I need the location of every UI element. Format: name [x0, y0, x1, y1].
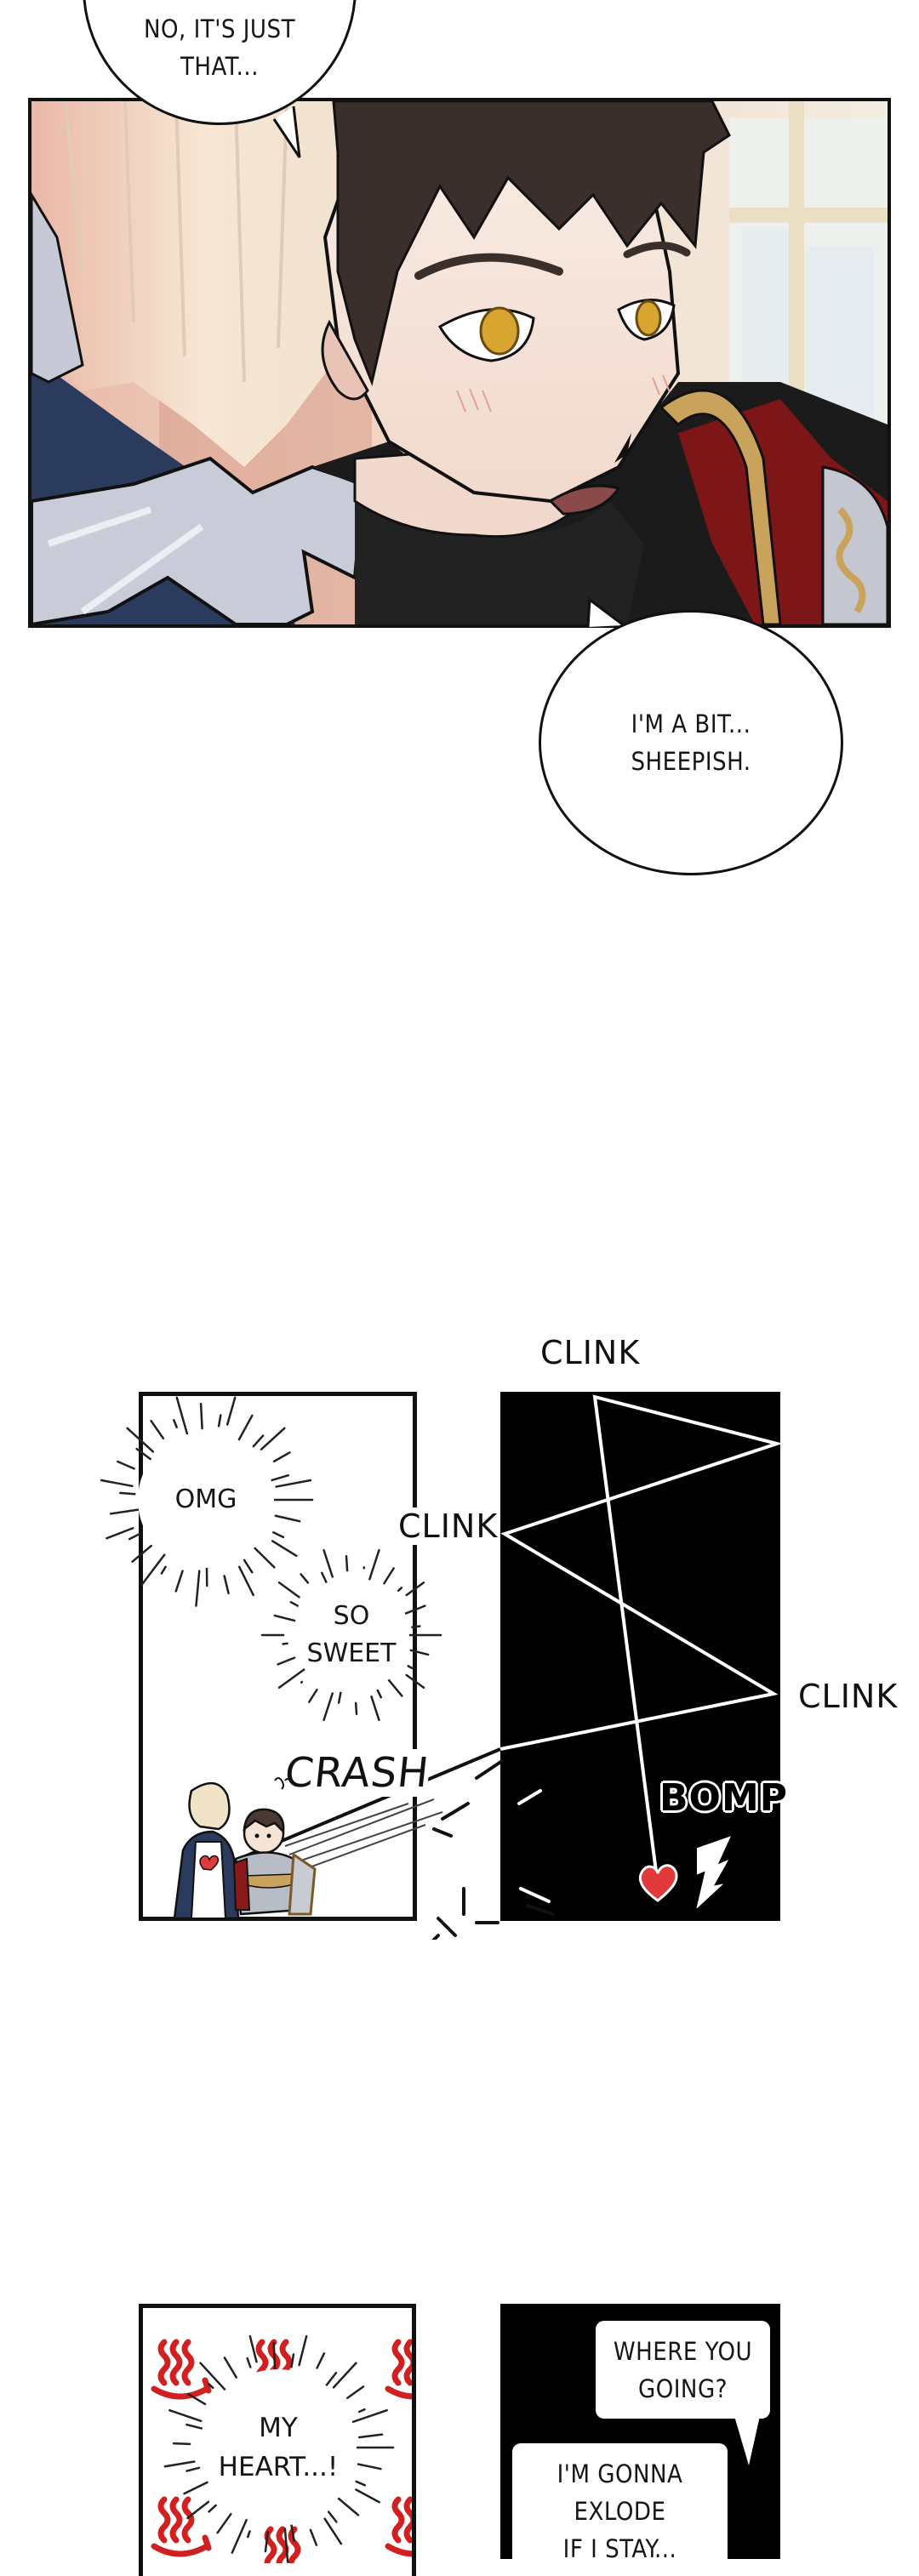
- trajectory-lines: [0, 1327, 919, 1940]
- heart-icon: [636, 1863, 679, 1902]
- chibi-characters: [166, 1774, 353, 1918]
- character-illustration: [31, 101, 888, 624]
- burst-text-my-heart: MY HEART...!: [219, 2408, 339, 2487]
- panel-black-dialogue: WHERE YOU GOING? I'M GONNA EXLODE IF I S…: [500, 2304, 780, 2559]
- speech-box-gonna-explode: I'M GONNA EXLODE IF I STAY...: [512, 2443, 728, 2559]
- sfx-clink-right: CLINK: [798, 1678, 898, 1715]
- sfx-clink-top: CLINK: [540, 1334, 640, 1371]
- bubble-text-line: THAT...: [180, 48, 259, 85]
- bubble-text-line: NO, IT'S JUST: [144, 10, 295, 48]
- bubble-text-line: SHEEPISH.: [631, 743, 751, 780]
- sfx-bomp: BOMP: [659, 1776, 788, 1820]
- speech-bubble-top: NO, IT'S JUST THAT...: [83, 0, 357, 125]
- speech-box-where-going: WHERE YOU GOING?: [596, 2321, 770, 2419]
- lightning-icon: [691, 1836, 733, 1908]
- sfx-clink-left: CLINK: [397, 1507, 499, 1545]
- panel-character-closeup: [28, 98, 891, 628]
- bubble-text-line: I'M A BIT...: [631, 705, 751, 743]
- speech-bubble-sheepish: I'M A BIT... SHEEPISH.: [539, 610, 843, 875]
